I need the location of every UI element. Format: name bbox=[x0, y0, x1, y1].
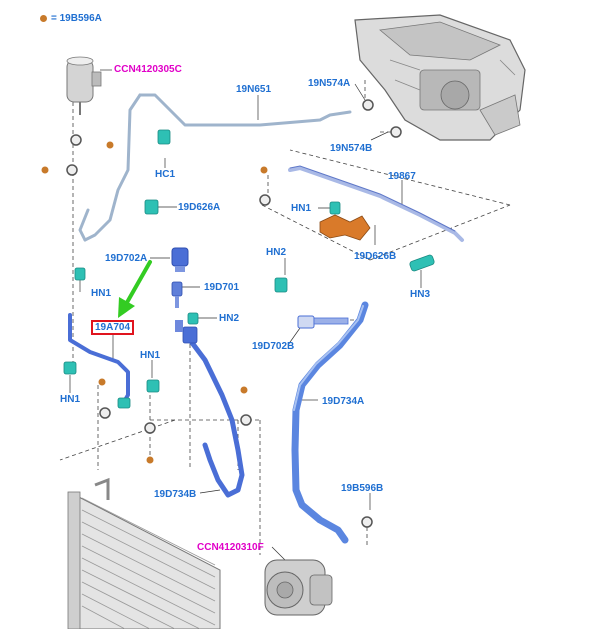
line-19a704 bbox=[68, 313, 130, 407]
bracket-19d626b bbox=[319, 214, 371, 241]
label-19d701[interactable]: 19D701 bbox=[204, 282, 240, 293]
legend: = 19B596A bbox=[40, 13, 102, 24]
fitting-hn3 bbox=[409, 254, 435, 272]
label-19n574a[interactable]: 19N574A bbox=[308, 78, 351, 89]
valve-19d701 bbox=[171, 281, 183, 308]
tube-19867-outline bbox=[289, 165, 456, 232]
label-19d702b[interactable]: 19D702B bbox=[252, 341, 295, 352]
leader-lines bbox=[69, 69, 422, 561]
label-ccn4120310f[interactable]: CCN4120310F bbox=[197, 542, 264, 553]
label-hn1-left[interactable]: HN1 bbox=[91, 288, 112, 299]
label-hc1[interactable]: HC1 bbox=[155, 169, 176, 180]
evaporator-housing bbox=[354, 14, 526, 141]
line-19d734a bbox=[291, 301, 369, 544]
label-19n574b[interactable]: 19N574B bbox=[330, 143, 373, 154]
label-hn1-bottom[interactable]: HN1 bbox=[60, 394, 81, 405]
fitting-19d702b bbox=[297, 315, 349, 329]
label-hn2-mid[interactable]: HN2 bbox=[219, 313, 240, 324]
washer-marker-icon bbox=[40, 14, 47, 22]
label-hn1-top[interactable]: HN1 bbox=[291, 203, 312, 214]
compressor bbox=[264, 559, 333, 616]
condenser bbox=[67, 477, 221, 629]
block-fitting bbox=[175, 320, 198, 344]
line-19d734a-highlight bbox=[293, 305, 364, 411]
clip-fittings bbox=[63, 129, 341, 409]
label-hn3[interactable]: HN3 bbox=[410, 289, 431, 300]
label-19d702a[interactable]: 19D702A bbox=[105, 253, 148, 264]
callout-arrow-icon bbox=[118, 260, 152, 318]
label-19b596b[interactable]: 19B596B bbox=[341, 483, 384, 494]
label-19d626b[interactable]: 19D626B bbox=[354, 251, 397, 262]
tube-19n651 bbox=[78, 93, 352, 242]
fitting-19d702a bbox=[171, 247, 189, 272]
label-19d626a[interactable]: 19D626A bbox=[178, 202, 221, 213]
marker-dots bbox=[41, 141, 268, 464]
label-hn2-right[interactable]: HN2 bbox=[266, 247, 287, 258]
label-ccn4120305c[interactable]: CCN4120305C bbox=[114, 64, 182, 75]
label-19a704[interactable]: 19A704 bbox=[91, 320, 135, 335]
label-19867[interactable]: 19867 bbox=[388, 171, 416, 182]
label-19d734a[interactable]: 19D734A bbox=[322, 396, 365, 407]
line-19d734b bbox=[187, 337, 245, 498]
washers bbox=[66, 99, 402, 528]
label-19n651[interactable]: 19N651 bbox=[236, 84, 272, 95]
legend-label: = 19B596A bbox=[51, 13, 102, 24]
tube-19867 bbox=[288, 166, 464, 242]
receiver-drier bbox=[66, 56, 102, 115]
label-19d734b[interactable]: 19D734B bbox=[154, 489, 197, 500]
label-hn1-mid[interactable]: HN1 bbox=[140, 350, 161, 361]
